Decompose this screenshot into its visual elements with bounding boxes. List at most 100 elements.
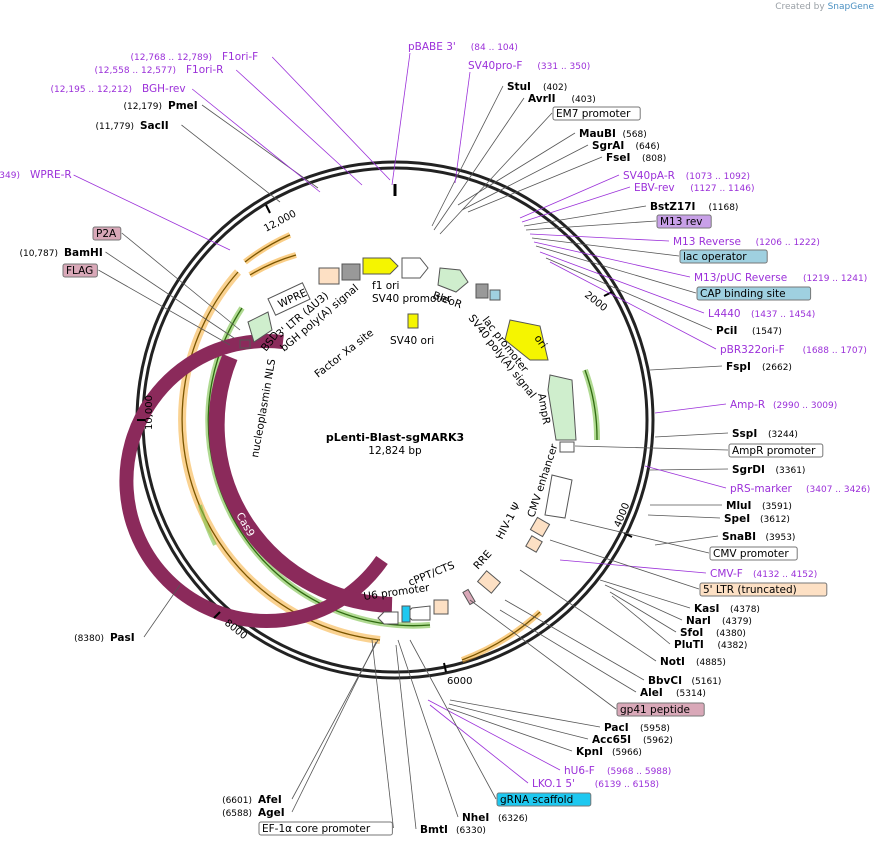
leader-amp-r [654,403,727,414]
primer-sv40pro-f: SV40pro-F [468,60,522,72]
enzyme-pos-sgrdi: (3361) [776,466,806,476]
leader-paci [449,699,601,728]
feature-lac-operator: lac operator [683,251,747,263]
primer-sv40pa-r: SV40pA-R [623,170,675,182]
leader-l4440 [539,251,705,314]
leader-sgrdi [649,468,729,471]
feature-ampr-promoter: AmpR promoter [732,445,816,457]
primer-pos-m13-reverse: (1206 .. 1222) [756,238,820,248]
feature-bsd [247,311,273,343]
feature-em7-promoter: EM7 promoter [556,108,631,120]
enzyme-noti: NotI [660,656,685,668]
enzyme-afei: AfeI [258,794,282,806]
leader-ef-1-core-promoter [371,639,394,829]
feature-hiv-psi [525,535,543,553]
orf-arc-2 [248,252,297,278]
enzyme-pos-bamhi: (10,787) [19,249,58,259]
enzyme-pasi: PasI [110,632,135,644]
leader-hu6-f [427,699,561,771]
primer-pos-pbr322ori-f: (1688 .. 1707) [803,346,867,356]
watermark-brand: SnapGene [827,2,874,12]
enzyme-pos-pasi: (8380) [74,634,104,644]
feature-grna-scaffold: gRNA scaffold [500,794,573,806]
label-u6-promoter: U6 promoter [363,582,431,603]
enzyme-avrii: AvrII [528,93,556,105]
leader-pcii [545,257,713,331]
feature-grey-top [341,263,361,281]
primer-pos-bgh-rev: (12,195 .. 12,212) [51,85,132,95]
leader-sfoi [609,591,677,633]
enzyme-pos-sspi: (3244) [768,430,798,440]
label-hiv-psi: HIV-1 Ψ [494,501,523,542]
enzyme-fsei: FseI [606,152,630,164]
leader-lko-1-5 [429,704,529,784]
leader-p2a [121,232,241,331]
primer-f1ori-f: F1ori-F [222,51,258,63]
enzyme-pos-nari: (4379) [722,617,752,627]
enzyme-pos-avrii: (403) [572,95,596,105]
feature-cmv-promoter: CMV promoter [713,548,789,560]
outer-labels: StuI(402)AvrII(403)EM7 promoterMauBI(568… [0,41,870,836]
tick-label-10000: 10,000 [144,395,155,430]
enzyme-pos-sgrai: (646) [636,142,660,152]
plasmid-name: pLenti-Blast-sgMARK3 [326,431,464,444]
label-sv40-ori: SV40 ori [390,335,434,347]
enzyme-pos-bbvci: (5161) [692,677,722,687]
feature-gp41-peptide: gp41 peptide [620,704,690,716]
primer-l4440: L4440 [708,308,741,320]
feature-m13-rev: M13 rev [660,216,703,228]
label-factor-xa: Factor Xa site [312,327,376,380]
feature-peach-top [318,267,340,285]
enzyme-nhei: NheI [462,812,489,824]
leader-kasi [599,579,691,609]
enzyme-pos-bstz17i: (1168) [709,203,739,213]
leader-f1ori-f [271,56,391,181]
feature-cppt [433,599,449,615]
primer-f1ori-r: F1ori-R [186,64,223,76]
enzyme-pos-maubi: (568) [623,130,647,140]
primer-pos-f1ori-r: (12,558 .. 12,577) [95,66,176,76]
primer-pos-f1ori-f: (12,768 .. 12,789) [131,53,212,63]
leader-snabi [654,535,719,546]
feature-5-ltr-truncated-box [699,582,828,597]
enzyme-pos-kpni: (5966) [612,748,642,758]
leader-bgh-rev [191,88,321,193]
feature-grna [401,605,411,623]
enzyme-kasi: KasI [694,603,719,615]
primer-hu6-f: hU6-F [564,765,595,777]
enzyme-pos-sacii: (11,779) [95,122,134,132]
enzyme-pos-alei: (5314) [676,689,706,699]
leader-acc65i [448,703,589,740]
label-rre: RRE [471,548,494,572]
leader-grna-scaffold [409,639,497,800]
leader-avrii [433,97,525,231]
orf-arc-4 [460,609,543,663]
enzyme-alei: AleI [640,687,663,699]
primer-bgh-rev: BGH-rev [142,83,186,95]
leader-agei [291,641,377,813]
primer-pos-cmv-f: (4132 .. 4152) [753,570,817,580]
enzyme-pos-pmei: (12,179) [123,102,162,112]
enzyme-maubi: MauBI [579,128,616,140]
leader-nari [604,584,683,621]
leader-m13-puc-reverse [533,241,691,278]
watermark-prefix: Created by [775,2,825,12]
enzyme-pos-fspi: (2662) [762,363,792,373]
feature-ori [504,319,549,361]
cas9-outer-arc [208,353,393,613]
feature-p2a: P2A [96,228,117,240]
feature-m13-rev-box [656,214,712,229]
enzyme-stui: StuI [507,81,531,93]
primer-pos-sv40pa-r: (1073 .. 1092) [686,172,750,182]
enzyme-pos-pcii: (1547) [752,327,782,337]
label-cas9-inner: Cas9 [283,484,308,512]
leader-sacii [181,124,281,203]
enzyme-kpni: KpnI [576,746,603,758]
leader-ampr-promoter [574,445,729,451]
enzyme-nari: NarI [686,615,711,627]
primer-pbabe-3: pBABE 3' [408,41,456,53]
leader-wpre-r [73,174,231,251]
enzyme-pos-nhei: (6326) [498,814,528,824]
leader-kpni [447,707,573,752]
feature-p2a-box [92,226,122,241]
